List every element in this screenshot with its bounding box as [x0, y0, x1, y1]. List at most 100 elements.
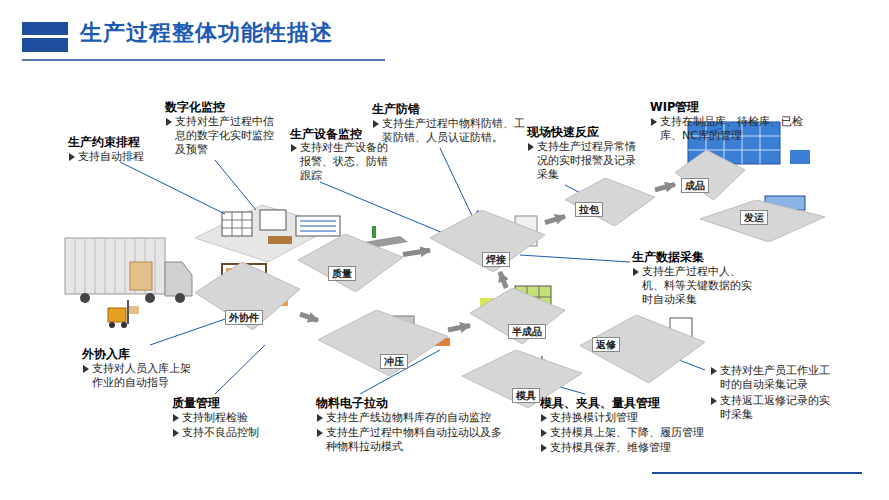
leader-line	[440, 148, 474, 220]
flow-arrow	[448, 326, 470, 330]
zone-platform: 外协件	[195, 262, 300, 330]
truck-ribs	[75, 238, 155, 294]
bullet-triangle	[317, 429, 323, 437]
bullet-triangle	[541, 429, 547, 437]
bullet-triangle	[541, 444, 547, 452]
platform-floor	[298, 234, 403, 292]
leader-line	[520, 255, 630, 262]
truck-container	[65, 238, 165, 294]
bullet-triangle	[173, 414, 179, 422]
zone-tag: 焊接	[482, 252, 510, 267]
leader-line	[150, 318, 228, 345]
callout-text: 支持对生产设备的报警、状态、防错跟踪	[300, 141, 388, 182]
callout-item: 支持模具上架、下降、履历管理	[540, 426, 730, 440]
callout-text: 支持自动排程	[78, 150, 144, 163]
callout-heading: 生产数据采集	[632, 250, 704, 264]
zone-platform: 焊接	[430, 210, 545, 272]
flow-arrow	[545, 216, 565, 222]
bullet-triangle	[651, 118, 657, 126]
bullet-triangle	[69, 153, 75, 161]
board-grid	[222, 212, 252, 236]
callout-item: 支持换模计划管理	[540, 411, 730, 425]
callout-text: 支持生产过程异常情况的实时报警及记录采集	[537, 140, 636, 181]
platform-floor	[565, 178, 655, 226]
forklift-mast	[127, 300, 129, 324]
wheel	[109, 322, 115, 328]
zone-platform: 发运	[700, 200, 825, 242]
callout-heading: 外协入库	[82, 347, 130, 361]
zone-platform: 冲压	[318, 310, 448, 376]
callout-text: 支持生产过程中物料防错、工装防错、人员认证防错。	[382, 117, 525, 144]
zone-platform: 质量	[298, 234, 403, 292]
callout-item: 支持自动排程	[68, 150, 178, 164]
schedule-board	[222, 212, 252, 236]
platform-floor	[580, 315, 705, 383]
bullet-triangle	[317, 414, 323, 422]
header-icon	[22, 22, 68, 52]
page-title: 生产过程整体功能性描述	[80, 18, 333, 48]
bullet-triangle	[541, 414, 547, 422]
forklift	[108, 308, 126, 322]
zone-tag: 模具	[512, 388, 540, 403]
platform-floor	[700, 200, 825, 242]
callout-item: 支持生产过程中物料防错、工装防错、人员认证防错。	[372, 117, 530, 145]
wheel	[145, 293, 155, 303]
callout-item: 支持生产过程中人、机、料等关键数据的实时自动采集	[632, 265, 754, 307]
flow-arrow	[403, 250, 430, 254]
callout-text: 支持对人员入库上架作业的自动指导	[92, 362, 191, 389]
leader-line	[215, 345, 265, 394]
header-icon-stripe	[22, 35, 68, 38]
wheel	[175, 293, 185, 303]
leader-line	[320, 182, 460, 240]
zone-tag: 外协件	[225, 310, 263, 325]
callout-item: 支持模具保养、维修管理	[540, 441, 730, 455]
zone-tag: 半成品	[508, 324, 546, 339]
callout-text: 支持生产过程中物料自动拉动以及多种物料拉动模式	[326, 426, 502, 453]
callout-heading: 质量管理	[172, 396, 220, 410]
desk	[268, 236, 292, 244]
bullet-triangle	[633, 268, 639, 276]
zone-tag: 发运	[740, 210, 768, 225]
callout-text: 支持返工返修记录的实时采集	[720, 394, 830, 421]
callout-text: 支持制程检验	[182, 411, 248, 424]
callout-text: 支持模具保养、维修管理	[550, 441, 671, 454]
callout-text: 支持在制品库、待检库、已检库、NC库的管理	[660, 115, 803, 142]
callout-item: 支持生产线边物料库存的自动监控	[316, 411, 546, 425]
forklift-load	[129, 306, 139, 314]
callout-item: 支持不良品控制	[172, 426, 292, 440]
callout-text: 支持对生产员工作业工时的自动采集记录	[720, 364, 830, 391]
bullet-triangle	[166, 118, 172, 126]
bullet-triangle	[291, 144, 297, 152]
platform-floor	[430, 210, 545, 272]
bullet-triangle	[373, 120, 379, 128]
zone-platform: 成品	[675, 150, 745, 200]
callout-heading: 生产防错	[372, 102, 420, 116]
flow-arrow	[300, 314, 318, 320]
header-rule	[22, 59, 385, 61]
platform-floor	[318, 310, 448, 376]
bullet-triangle	[528, 143, 534, 151]
truck-cargo	[130, 262, 152, 290]
signal-light	[372, 226, 376, 238]
callout-item: 支持制程检验	[172, 411, 292, 425]
leader-line	[215, 160, 256, 210]
callout-item: 支持在制品库、待检库、已检库、NC库的管理	[650, 115, 806, 143]
platform-floor	[195, 262, 300, 330]
callout-item: 支持对生产员工作业工时的自动采集记录	[710, 364, 832, 392]
bullet-triangle	[711, 367, 717, 375]
zone-tag: 成品	[681, 178, 709, 193]
flow-arrow	[655, 184, 675, 189]
platform-shape	[298, 234, 403, 292]
callout-text: 支持生产过程中人、机、料等关键数据的实时自动采集	[642, 265, 752, 306]
callout-item: 支持对人员入库上架作业的自动指导	[82, 362, 194, 390]
zone-platform: 返修	[580, 315, 705, 383]
callout-heading: 现场快速反应	[527, 125, 599, 139]
monitor-wall	[296, 216, 340, 236]
monitor-lines	[300, 221, 336, 231]
bullet-triangle	[173, 429, 179, 437]
wip-robot	[790, 150, 810, 164]
